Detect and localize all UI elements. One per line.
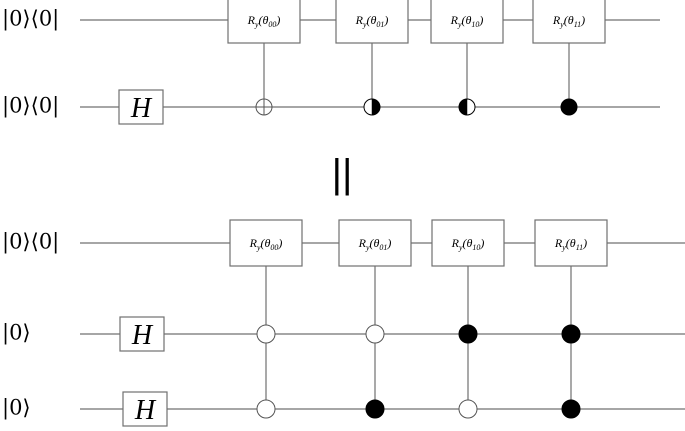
ry-gate-label: Ry(θ11) [552,13,585,29]
ry-gate-label: Ry(θ10) [451,236,485,252]
hadamard-gate: H [119,316,165,352]
control-dot-open [256,399,276,419]
qubit-state-label: |0⟩⟨0| [2,94,59,119]
qubit-state-label: |0⟩ [2,396,31,421]
ry-gate-label: Ry(θ00) [249,236,283,252]
svg-text:H: H [131,320,154,351]
controlled-ry-gate: Ry(θ10) [430,0,504,116]
qubit-wire-q2: |0⟩ [2,396,685,421]
svg-text:H: H [134,395,157,426]
control-dot-open [256,324,276,344]
control-dot-filled [561,399,581,419]
controlled-ry-gate: Ry(θ11) [534,219,608,419]
controlled-ry-gate: Ry(θ00) [229,219,303,419]
ry-gate-label: Ry(θ01) [355,13,389,29]
control-dot-open [365,324,385,344]
ry-gate-label: Ry(θ00) [247,13,281,29]
controlled-ry-gate: Ry(θ01) [335,0,409,116]
qubit-wire-q1: |0⟩ [2,321,685,346]
qubit-state-label: |0⟩ [2,321,31,346]
controlled-ry-gate: Ry(θ01) [338,219,412,419]
control-dot-filled [561,324,581,344]
hadamard-gate: H [118,89,164,125]
control-oplus [255,98,273,116]
controlled-ry-gate: Ry(θ11) [532,0,606,116]
qubit-state-label: |0⟩⟨0| [2,7,59,32]
bottom-circuit: |0⟩⟨0| |0⟩ |0⟩ H H Ry(θ00) Ry(θ01) Ry(θ10) Ry(θ1… [2,219,685,427]
ry-gate-label: Ry(θ11) [554,236,587,252]
qubit-wire-q0: |0⟩⟨0| [2,230,685,255]
control-dot-filled [560,98,578,116]
top-circuit: |0⟩⟨0| |0⟩⟨0| H Ry(θ00) Ry(θ01) Ry(θ10) Ry(θ11… [2,0,660,125]
control-dot-open [458,399,478,419]
control-half-filled [458,98,476,116]
control-dot-filled [365,399,385,419]
ry-gate-label: Ry(θ10) [450,13,484,29]
controlled-ry-gate: Ry(θ00) [227,0,301,116]
control-half-filled [363,98,381,116]
equivalence-symbol: || [332,152,353,196]
controlled-ry-gate: Ry(θ10) [431,219,505,419]
hadamard-gate: H [122,391,168,427]
ry-gate-label: Ry(θ01) [358,236,392,252]
control-dot-filled [458,324,478,344]
qubit-state-label: |0⟩⟨0| [2,230,59,255]
svg-text:H: H [130,93,153,124]
